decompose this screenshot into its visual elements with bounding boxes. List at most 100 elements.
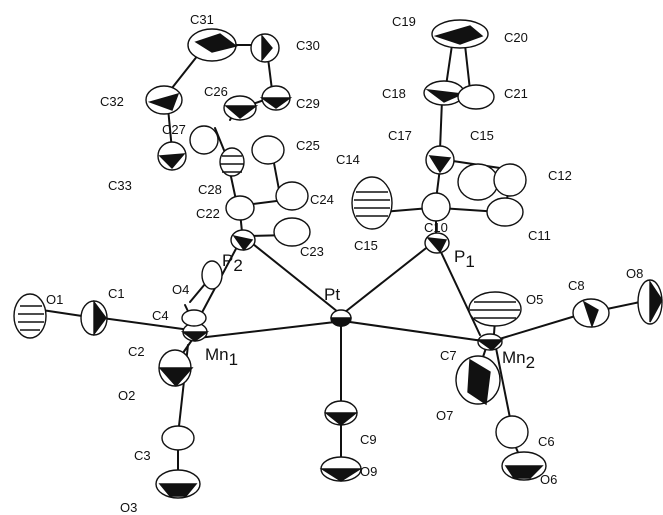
atom-c3 xyxy=(161,425,195,451)
label-c15a: C15 xyxy=(470,128,494,143)
label-o3: O3 xyxy=(120,500,137,515)
atom-c32-shade xyxy=(147,92,180,111)
label-c30: C30 xyxy=(296,38,320,53)
label-c14: C14 xyxy=(336,152,360,167)
atom-c30-shade xyxy=(261,34,273,62)
atom-c18-shade xyxy=(425,89,465,103)
label-c17: C17 xyxy=(388,128,412,143)
atom-o4 xyxy=(201,260,223,290)
label-c22: C22 xyxy=(196,206,220,221)
label-c6: C6 xyxy=(538,434,555,449)
label-o2: O2 xyxy=(118,388,135,403)
label-c15b: C15 xyxy=(354,238,378,253)
label-mn1: Mn1 xyxy=(205,345,238,369)
bond-pt-mn1 xyxy=(197,321,336,339)
label-c25: C25 xyxy=(296,138,320,153)
atom-o9-shade xyxy=(319,468,363,482)
label-p2: P2 xyxy=(222,251,243,275)
atom-c22 xyxy=(225,195,255,221)
atom-o5-hatch xyxy=(470,301,520,319)
bond-c29-c30 xyxy=(267,57,273,91)
label-c32: C32 xyxy=(100,94,124,109)
label-pt: Pt xyxy=(324,285,340,304)
atom-p2-shade xyxy=(232,234,254,252)
atom-c25 xyxy=(251,135,285,165)
atom-mn1-shade xyxy=(180,331,210,342)
bond-c17-c18 xyxy=(439,99,443,151)
label-c24: C24 xyxy=(310,192,334,207)
atom-c11 xyxy=(486,197,524,227)
atom-o1-hatch xyxy=(18,305,44,331)
atom-o3-shade xyxy=(158,483,198,497)
atom-c28-hatch xyxy=(220,155,244,173)
label-p1: P1 xyxy=(454,247,475,271)
atom-c14-hatch xyxy=(354,191,390,217)
atom-o1 xyxy=(13,293,47,339)
atom-c24 xyxy=(275,181,309,211)
label-c26: C26 xyxy=(204,84,228,99)
bond-pt-mn2 xyxy=(349,321,491,343)
label-c27: C27 xyxy=(162,122,186,137)
label-c8: C8 xyxy=(568,278,585,293)
label-c28: C28 xyxy=(198,182,222,197)
atom-c4 xyxy=(181,309,207,327)
atom-c6 xyxy=(495,415,529,449)
atom-c19-shade xyxy=(433,25,484,45)
label-o1: O1 xyxy=(46,292,63,307)
atom-c29-shade xyxy=(259,97,293,109)
label-o6: O6 xyxy=(540,472,557,487)
atom-o6-shade xyxy=(504,465,544,479)
atom-c10 xyxy=(421,192,451,222)
bond-c18-c19 xyxy=(445,44,453,87)
label-c11: C11 xyxy=(528,228,551,243)
atom-c15a xyxy=(457,163,499,201)
atom-labels: Pt Mn1 Mn2 P1 P2 O1 C1 C2 O2 C3 O3 C4 O4… xyxy=(46,12,643,515)
atom-mn2-shade xyxy=(475,339,504,351)
ellipsoids xyxy=(13,19,663,499)
atom-c17-shade xyxy=(428,155,452,174)
label-c4: C4 xyxy=(152,308,169,323)
atom-c12 xyxy=(493,163,527,197)
label-c21: C21 xyxy=(504,86,528,101)
label-c29: C29 xyxy=(296,96,320,111)
atom-o5 xyxy=(468,291,522,327)
atom-c1-shade xyxy=(93,299,107,337)
label-o4: O4 xyxy=(172,282,189,297)
label-o5: O5 xyxy=(526,292,543,307)
bond-mn1-c1 xyxy=(101,317,191,331)
bond-mn2-c8 xyxy=(495,313,583,341)
bond-c22-c28 xyxy=(229,171,237,201)
atom-c7-shade xyxy=(467,358,491,406)
label-c2: C2 xyxy=(128,344,145,359)
label-c31: C31 xyxy=(190,12,214,27)
label-c18: C18 xyxy=(382,86,406,101)
label-c19: C19 xyxy=(392,14,416,29)
atom-c26-shade xyxy=(224,105,259,119)
label-o7: O7 xyxy=(436,408,453,423)
label-c20: C20 xyxy=(504,30,528,45)
label-c1: C1 xyxy=(108,286,125,301)
bond-p1-mn2 xyxy=(439,249,481,336)
label-o8: O8 xyxy=(626,266,643,281)
label-c10: C10 xyxy=(424,220,448,235)
atom-c9-shade xyxy=(324,412,358,426)
bond-c1-o1 xyxy=(41,309,83,317)
atom-c2-shade xyxy=(158,367,194,388)
label-o9: O9 xyxy=(360,464,377,479)
atom-c31-shade xyxy=(194,33,238,53)
atom-p1-shade xyxy=(426,237,448,254)
atom-pt-shade xyxy=(330,317,352,327)
label-c3: C3 xyxy=(134,448,151,463)
label-c33: C33 xyxy=(108,178,132,193)
atom-c23 xyxy=(273,217,311,247)
label-c12: C12 xyxy=(548,168,572,183)
label-c9: C9 xyxy=(360,432,377,447)
atom-c8-shade xyxy=(582,300,599,329)
atom-c33 xyxy=(189,125,219,155)
atom-c27-shade xyxy=(158,153,186,170)
label-c7: C7 xyxy=(440,348,457,363)
bond-mn2-c6 xyxy=(495,347,513,429)
atom-c28 xyxy=(219,147,245,177)
bond-pt-p1 xyxy=(344,244,431,313)
